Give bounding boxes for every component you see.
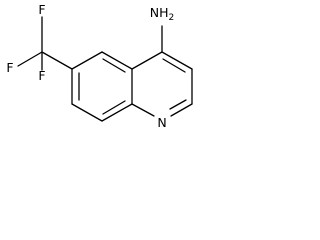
molecule-structure: NH2 F F F N (6, 2, 193, 130)
ring-nitrogen-label: N (157, 115, 166, 130)
bond-c8a-c8 (101, 103, 133, 122)
bond-cf3-f-left (17, 51, 43, 67)
bond-c5-c4a (101, 51, 133, 70)
bond-c6-c5 (71, 51, 103, 70)
fluorine-left-label: F (6, 60, 13, 75)
bond-c8-c7 (71, 103, 103, 122)
bond-c2-n1 (170, 103, 193, 117)
bond-c2-n1-inner (169, 99, 187, 110)
bond-c8a-c8-inner (102, 100, 126, 115)
bond-n1-c8a (131, 103, 155, 117)
bond-c6-cf3 (41, 51, 73, 70)
bond-c5-c4a-inner (102, 58, 126, 73)
amine-label: NH2 (150, 5, 174, 23)
fluorine-top-label: F (38, 2, 45, 17)
bond-c4a-c4 (131, 51, 163, 70)
bond-c4-c3-inner (162, 58, 186, 73)
bond-c4-c3 (161, 51, 193, 70)
fluorine-bottom-label: F (38, 68, 45, 83)
